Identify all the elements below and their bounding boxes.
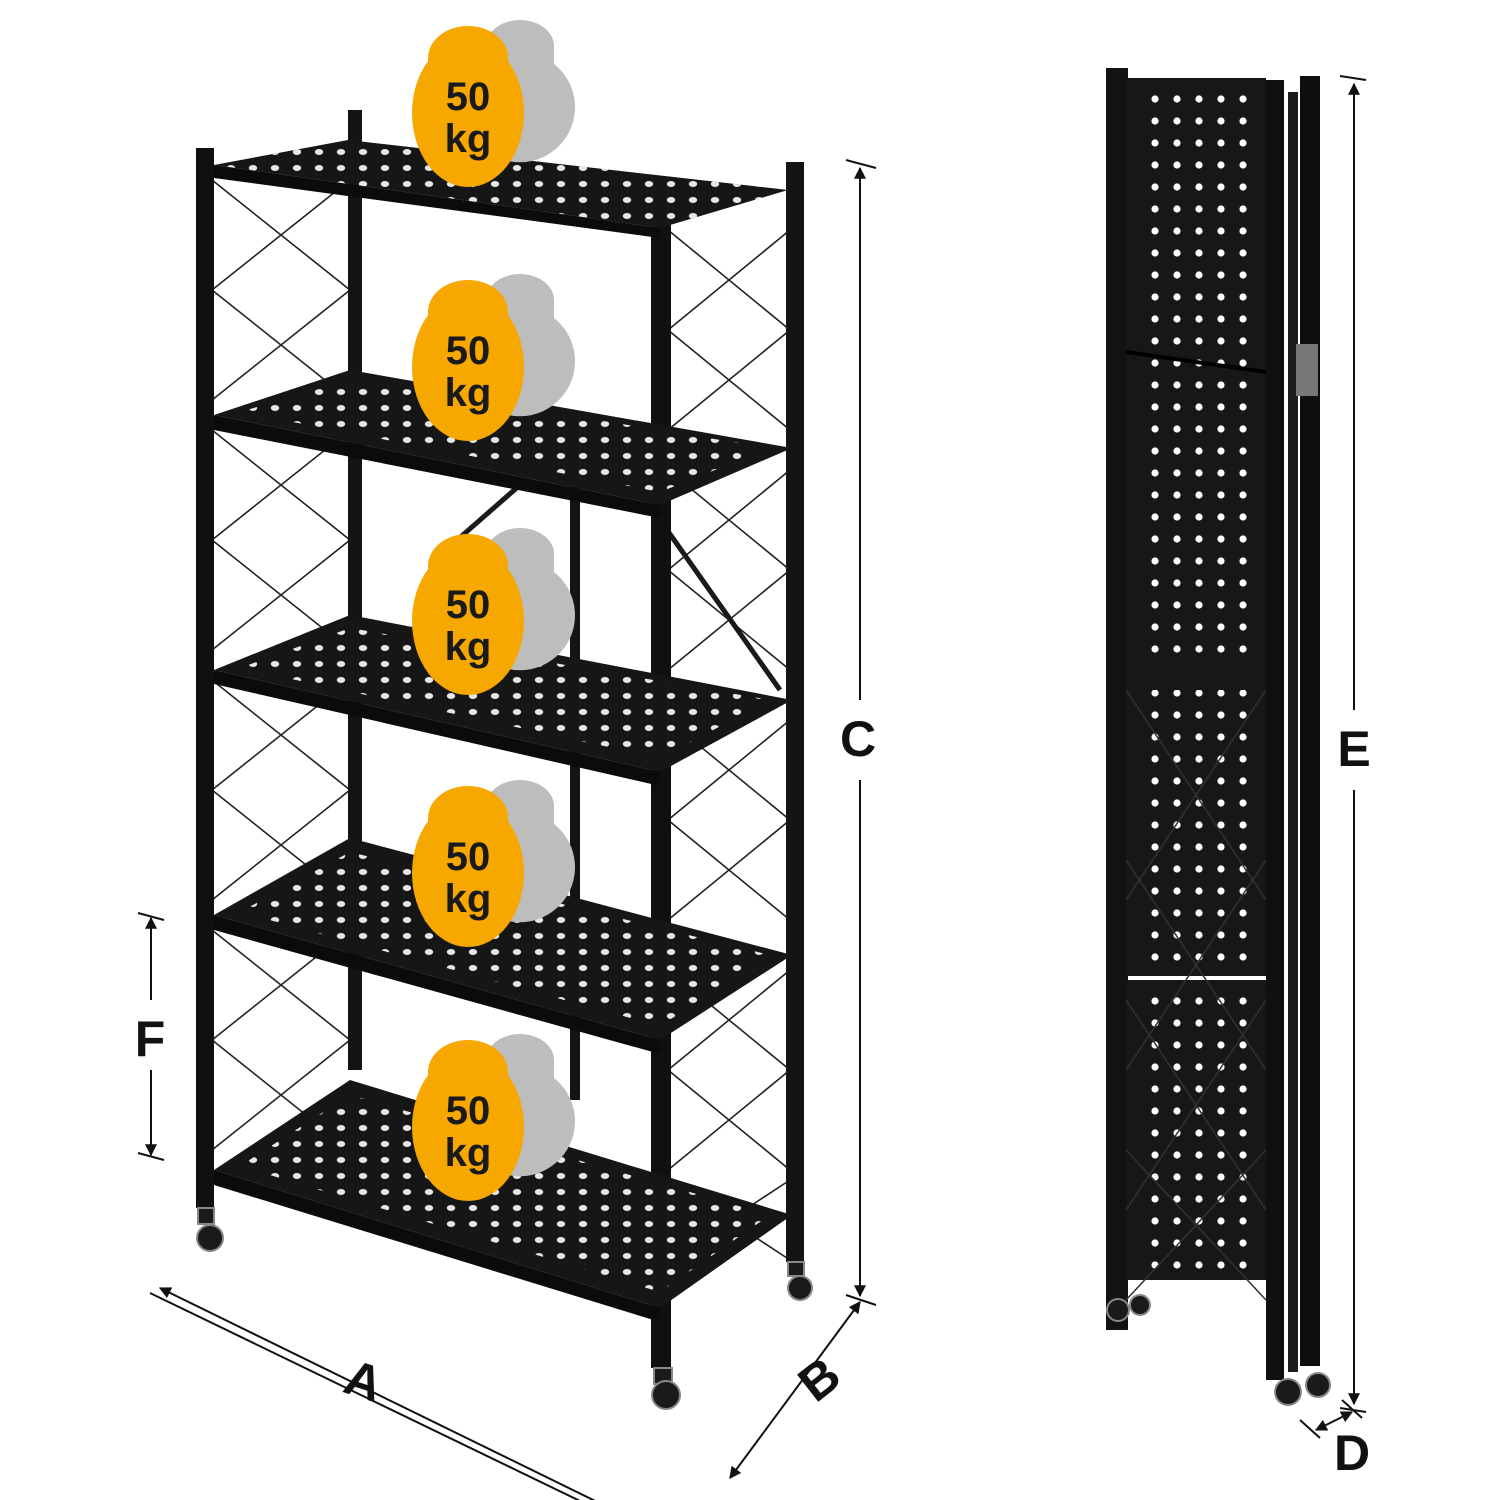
- rear-center-post: [570, 480, 580, 1100]
- unfolded-shelf-rack: [196, 110, 813, 1410]
- dimension-lines: [137, 75, 1367, 1500]
- front-left-post: [196, 148, 214, 1208]
- dimension-label-a: A: [338, 1349, 390, 1413]
- shelf-4: [214, 838, 792, 1054]
- folded-right-post: [1300, 76, 1320, 1366]
- weight-unit: kg: [445, 371, 492, 415]
- shelf-3: [214, 615, 792, 786]
- rear-right-post: [786, 162, 804, 1262]
- folding-latch: [1296, 344, 1318, 396]
- rear-left-post: [348, 110, 362, 1070]
- weight-amount: 50: [446, 583, 491, 627]
- weight-amount: 50: [446, 329, 491, 373]
- folded-center-post: [1266, 80, 1284, 1380]
- shelf-1: [214, 140, 788, 238]
- caster-wheel-icon: [1106, 1294, 1331, 1406]
- weight-amount: 50: [446, 75, 491, 119]
- dimension-label-d: D: [1334, 1425, 1370, 1481]
- weight-unit: kg: [445, 877, 492, 921]
- dimension-label-f: F: [135, 1011, 166, 1067]
- folded-shelf-rack: [1106, 68, 1331, 1406]
- weight-amount: 50: [446, 835, 491, 879]
- dimension-label-b: B: [788, 1346, 851, 1412]
- shelf-5: [214, 1080, 792, 1322]
- weight-amount: 50: [446, 1089, 491, 1133]
- weight-unit: kg: [445, 1131, 492, 1175]
- weight-unit: kg: [445, 625, 492, 669]
- weight-unit: kg: [445, 117, 492, 161]
- dimension-label-e: E: [1337, 721, 1370, 777]
- folded-left-post: [1106, 68, 1128, 1330]
- shelf-2: [214, 370, 792, 518]
- left-side-wire-panel: [211, 179, 351, 1151]
- caster-wheel-icon: [196, 1207, 813, 1410]
- dimension-label-c: C: [840, 711, 876, 767]
